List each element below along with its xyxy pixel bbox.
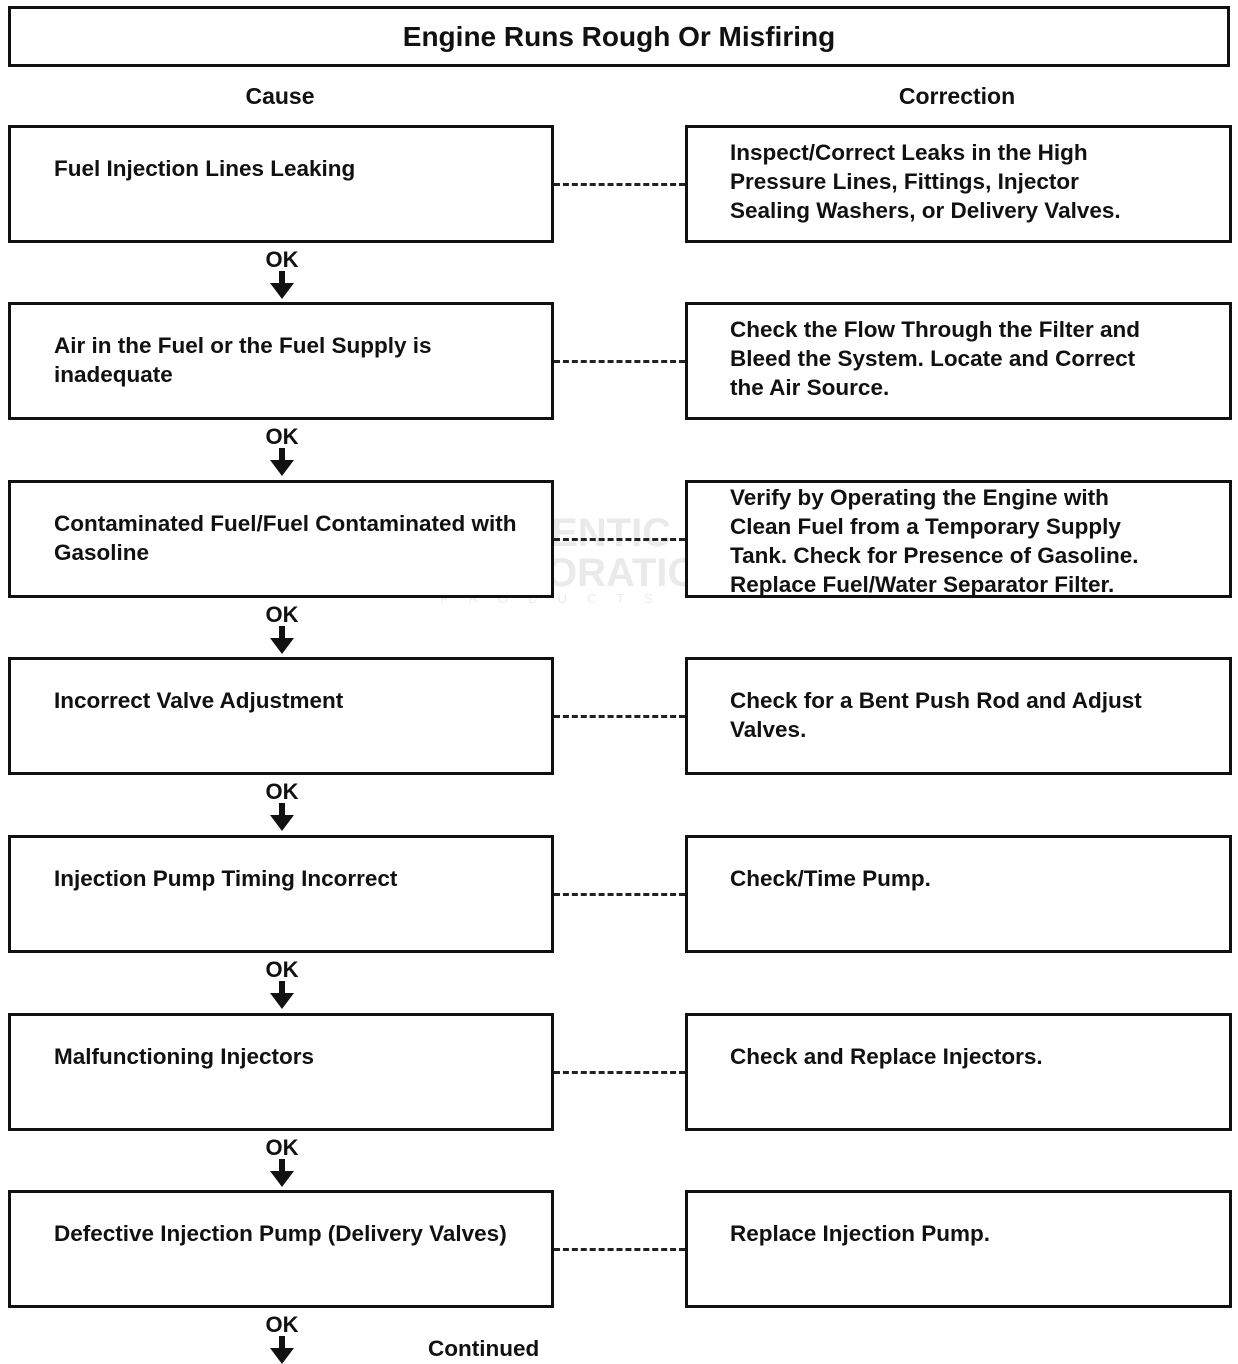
ok-label: OK — [265, 957, 299, 982]
ok-label: OK — [265, 602, 299, 627]
cause-box: Incorrect Valve Adjustment — [8, 657, 554, 775]
cause-text: Air in the Fuel or the Fuel Supply is in… — [54, 333, 432, 387]
correction-line: the Air Source. — [730, 375, 890, 400]
cause-text: Fuel Injection Lines Leaking — [54, 156, 356, 181]
down-arrow-icon — [270, 271, 294, 299]
correction-line: Bleed the System. Locate and Correct — [730, 346, 1136, 371]
correction-line: Verify by Operating the Engine with — [730, 485, 1109, 510]
cause-header: Cause — [245, 83, 315, 109]
correction-text: Check/Time Pump. — [730, 864, 1217, 893]
down-arrow-icon — [270, 1336, 294, 1364]
down-arrow-icon — [270, 803, 294, 831]
correction-box: Replace Injection Pump. — [685, 1190, 1232, 1308]
correction-line: Check the Flow Through the Filter and — [730, 317, 1141, 342]
correction-line: Inspect/Correct Leaks in the High — [730, 140, 1088, 165]
correction-line: Sealing Washers, or Delivery Valves. — [730, 198, 1121, 223]
cause-text: Incorrect Valve Adjustment — [54, 688, 344, 713]
dashed-connector — [554, 715, 685, 718]
cause-box: Contaminated Fuel/Fuel Contaminated with… — [8, 480, 554, 598]
correction-box: Check/Time Pump. — [685, 835, 1232, 953]
down-arrow-icon — [270, 448, 294, 476]
dashed-connector — [554, 893, 685, 896]
correction-line: Replace Fuel/Water Separator Filter. — [730, 572, 1115, 597]
cause-box: Fuel Injection Lines Leaking — [8, 125, 554, 243]
correction-line: Check/Time Pump. — [730, 866, 931, 891]
down-arrow-icon — [270, 626, 294, 654]
cause-text: Defective Injection Pump (Delivery Valve… — [54, 1221, 507, 1246]
cause-text: Malfunctioning Injectors — [54, 1044, 315, 1069]
correction-header: Correction — [898, 83, 1016, 109]
correction-text: Check and Replace Injectors. — [730, 1042, 1217, 1071]
diagram-title: Engine Runs Rough Or Misfiring — [8, 6, 1230, 67]
ok-label: OK — [265, 424, 299, 449]
dashed-connector — [554, 1071, 685, 1074]
cause-box: Malfunctioning Injectors — [8, 1013, 554, 1131]
correction-box: Check and Replace Injectors. — [685, 1013, 1232, 1131]
down-arrow-icon — [270, 1159, 294, 1187]
dashed-connector — [554, 183, 685, 186]
ok-label: OK — [265, 1312, 299, 1337]
continued-label: Continued — [428, 1336, 540, 1361]
ok-label: OK — [265, 1135, 299, 1160]
correction-line: Tank. Check for Presence of Gasoline. — [730, 543, 1139, 568]
correction-line: Check and Replace Injectors. — [730, 1044, 1043, 1069]
correction-line: Replace Injection Pump. — [730, 1221, 991, 1246]
correction-line: Check for a Bent Push Rod and Adjust — [730, 688, 1142, 713]
ok-label: OK — [265, 779, 299, 804]
dashed-connector — [554, 360, 685, 363]
cause-text: Contaminated Fuel/Fuel Contaminated with… — [54, 511, 517, 565]
correction-line: Pressure Lines, Fittings, Injector — [730, 169, 1079, 194]
correction-line: Valves. — [730, 717, 807, 742]
cause-box: Air in the Fuel or the Fuel Supply is in… — [8, 302, 554, 420]
down-arrow-icon — [270, 981, 294, 1009]
ok-label: OK — [265, 247, 299, 272]
correction-line: Clean Fuel from a Temporary Supply — [730, 514, 1121, 539]
dashed-connector — [554, 538, 685, 541]
dashed-connector — [554, 1248, 685, 1251]
correction-text: Replace Injection Pump. — [730, 1219, 1217, 1248]
cause-text: Injection Pump Timing Incorrect — [54, 866, 398, 891]
cause-box: Defective Injection Pump (Delivery Valve… — [8, 1190, 554, 1308]
cause-box: Injection Pump Timing Incorrect — [8, 835, 554, 953]
